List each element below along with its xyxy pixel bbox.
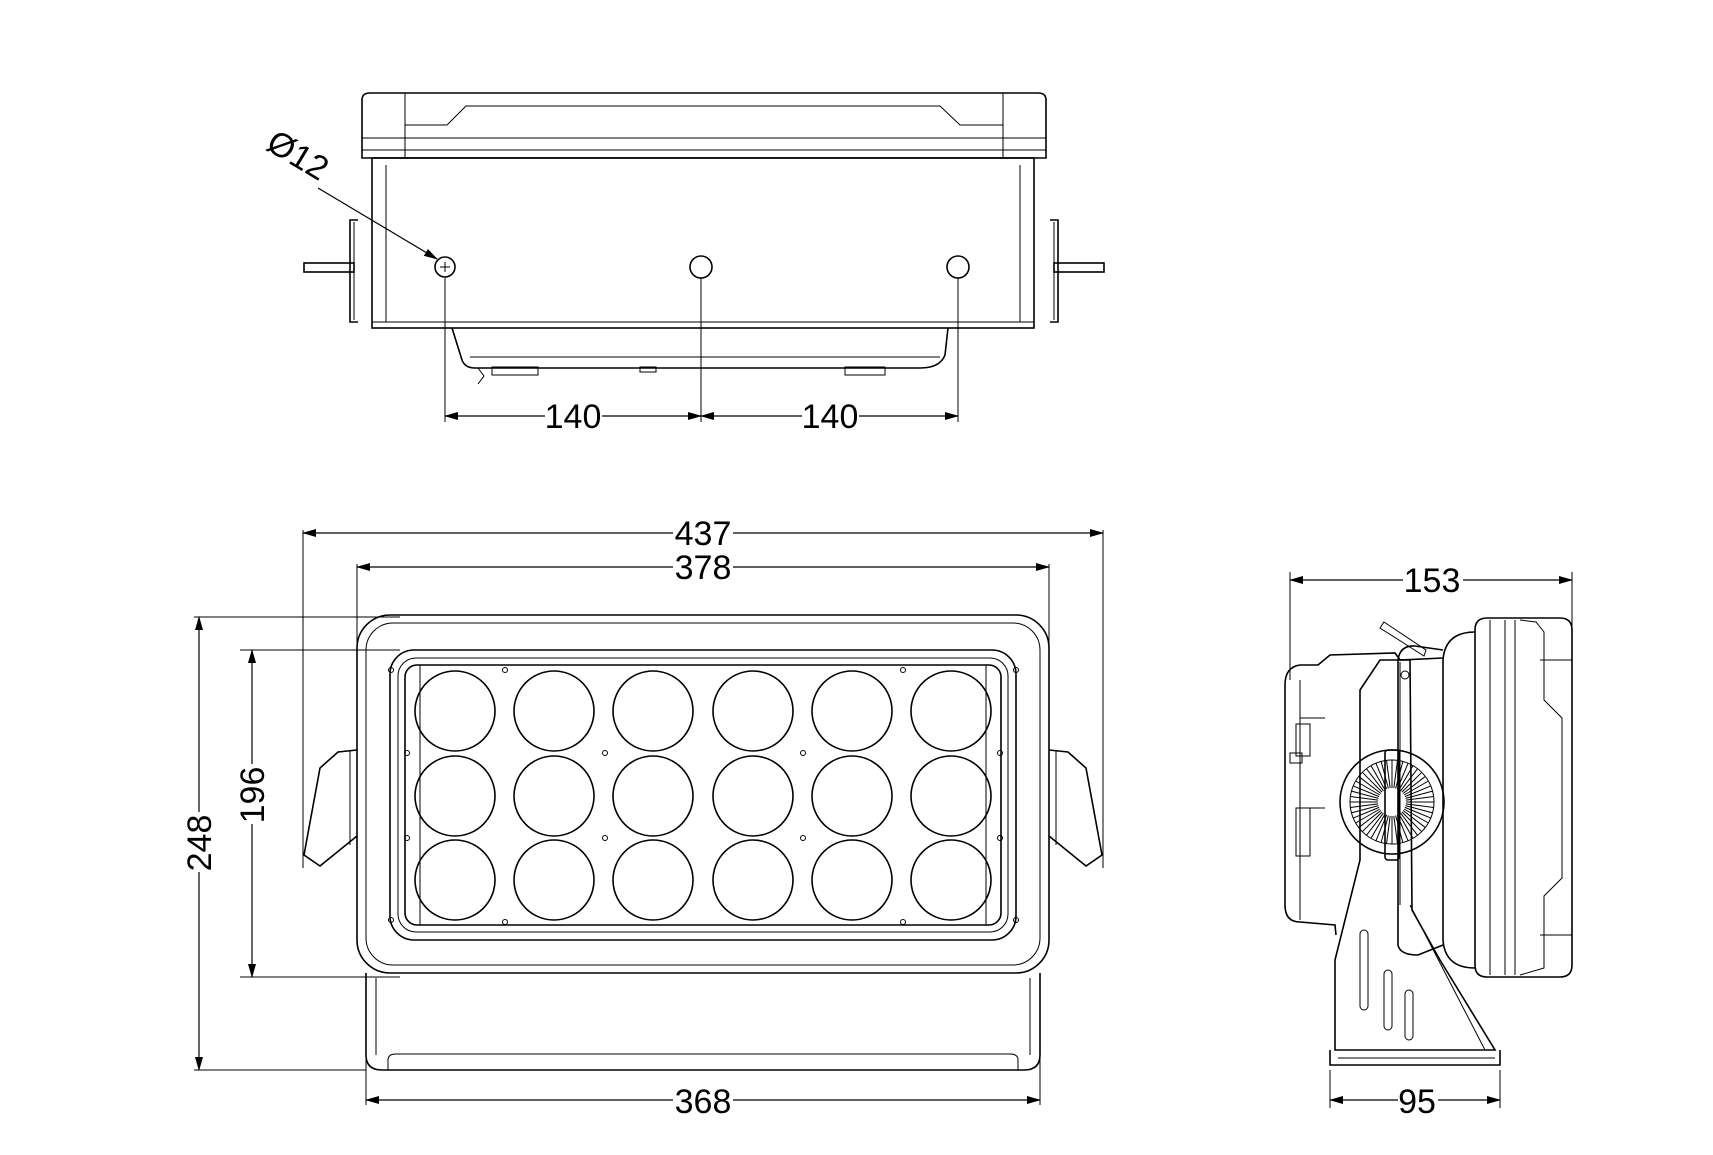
- knob-grip-line: [1361, 811, 1383, 833]
- knob-grip-line: [1353, 806, 1380, 819]
- screw: [602, 750, 608, 756]
- knob-grip-line: [1366, 768, 1384, 792]
- screw: [800, 835, 806, 841]
- front-view: [303, 614, 1103, 1071]
- led-lens: [612, 670, 694, 752]
- led-lens: [414, 670, 496, 752]
- knob-grip-line: [1361, 771, 1383, 793]
- knob-grip-line: [1400, 812, 1418, 836]
- led-lens: [612, 839, 694, 921]
- knob-grip-line: [1351, 790, 1379, 799]
- knob-grip-line: [1370, 765, 1386, 791]
- housing-height-label: 196: [234, 767, 272, 824]
- led-lens-grid: [414, 670, 992, 921]
- led-lens: [811, 839, 893, 921]
- knob-grip-line: [1350, 796, 1379, 801]
- screw: [900, 919, 906, 925]
- knob-grip-line: [1405, 805, 1433, 814]
- side-base-depth-label: 95: [1398, 1083, 1436, 1121]
- knob-grip-line: [1405, 796, 1434, 801]
- knob-grip-line: [1405, 803, 1434, 808]
- led-lens: [712, 839, 794, 921]
- knob-grip-line: [1398, 813, 1414, 839]
- hole-diameter-label: Ø12: [260, 123, 335, 189]
- mount-hole-right: [946, 255, 970, 279]
- knob-grip-line: [1351, 805, 1379, 814]
- screw: [502, 667, 508, 673]
- knob-grip-line: [1386, 815, 1391, 844]
- mount-hole-center: [689, 255, 713, 279]
- screw: [1013, 917, 1019, 923]
- screw: [997, 750, 1003, 756]
- housing-width-label: 378: [675, 549, 732, 587]
- knob-grip-line: [1404, 785, 1431, 798]
- knob-grip-line: [1404, 806, 1431, 819]
- led-lens: [910, 839, 992, 921]
- led-lens: [414, 755, 496, 837]
- knob-grip-line: [1353, 785, 1380, 798]
- screw: [388, 667, 394, 673]
- knob-grip-line: [1402, 776, 1426, 794]
- knob-grip-line: [1398, 765, 1414, 791]
- hole-spacing-left-label: 140: [545, 398, 602, 436]
- screw: [800, 750, 806, 756]
- led-lens: [910, 755, 992, 837]
- led-lens: [811, 755, 893, 837]
- led-lens: [513, 755, 595, 837]
- screw: [404, 750, 410, 756]
- knob-grip-line: [1350, 803, 1379, 808]
- screw: [404, 835, 410, 841]
- led-lens: [414, 839, 496, 921]
- knob-grip-line: [1401, 811, 1423, 833]
- knob-grip-line: [1393, 815, 1398, 844]
- front-screws: [388, 667, 1019, 925]
- led-lens: [612, 755, 694, 837]
- screw: [900, 667, 906, 673]
- side-depth-label: 153: [1404, 562, 1461, 600]
- knob-grip-line: [1386, 760, 1391, 789]
- screw: [388, 917, 394, 923]
- knob-grip-line: [1400, 768, 1418, 792]
- knob-grip-line: [1402, 810, 1426, 828]
- knob-grip-line: [1355, 780, 1381, 796]
- side-view: [1284, 617, 1573, 1066]
- knob-grip-line: [1401, 771, 1423, 793]
- led-lens: [513, 670, 595, 752]
- overall-width-label: 437: [675, 515, 732, 553]
- top-view: [303, 92, 1105, 422]
- knob-grip-line: [1358, 776, 1382, 794]
- screw: [997, 835, 1003, 841]
- knob-grip-line: [1403, 808, 1429, 824]
- led-lens: [513, 839, 595, 921]
- knob-grip-line: [1355, 808, 1381, 824]
- knob-grip-line: [1405, 790, 1433, 799]
- base-width-label: 368: [675, 1083, 732, 1121]
- led-lens: [910, 670, 992, 752]
- knob-grip-line: [1366, 812, 1384, 836]
- screw: [502, 919, 508, 925]
- screw: [602, 835, 608, 841]
- led-lens: [811, 670, 893, 752]
- overall-height-label: 248: [181, 815, 219, 872]
- mount-hole-left: [434, 256, 456, 278]
- knob-grip-line: [1403, 780, 1429, 796]
- knob-grip-line: [1393, 760, 1398, 789]
- screw: [1013, 667, 1019, 673]
- knob-grip-line: [1358, 810, 1382, 828]
- led-lens: [712, 755, 794, 837]
- hole-spacing-right-label: 140: [802, 398, 859, 436]
- led-lens: [712, 670, 794, 752]
- knob-grip-line: [1370, 813, 1386, 839]
